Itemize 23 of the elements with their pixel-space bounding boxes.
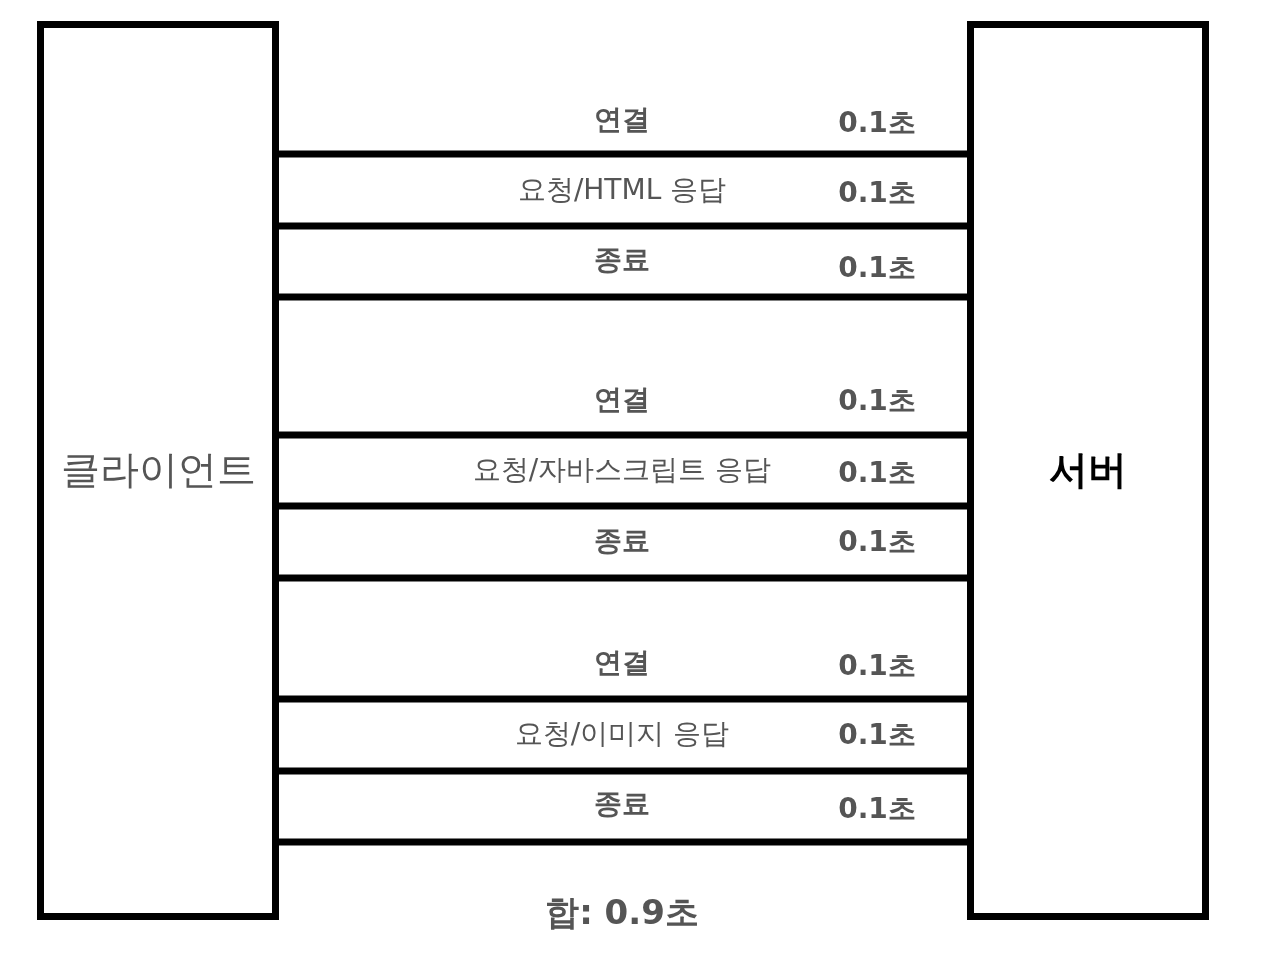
entity-box — [967, 21, 1209, 920]
duration-label: 0.1초 — [838, 649, 916, 683]
duration-label: 0.1초 — [838, 525, 916, 559]
duration-label: 0.1초 — [838, 718, 916, 752]
edge-label: 종료 — [594, 787, 650, 821]
duration-label: 0.1초 — [838, 456, 916, 490]
duration-label: 0.1초 — [838, 384, 916, 418]
edge-label: 요청/자바스크립트 응답 — [472, 453, 772, 487]
duration-label: 0.1초 — [838, 251, 916, 285]
box-label: 서버 — [1049, 448, 1127, 493]
box-label: 클라이언트 — [60, 448, 256, 493]
edge-label: 연결 — [594, 383, 650, 417]
edge-label: 연결 — [594, 103, 650, 137]
edge-label: 종료 — [594, 243, 650, 277]
total-label: 합: 0.9초 — [545, 893, 699, 933]
duration-label: 0.1초 — [838, 792, 916, 826]
edge-label: 종료 — [594, 524, 650, 558]
entity-box — [37, 21, 279, 920]
edge-label: 요청/HTML 응답 — [517, 173, 727, 207]
duration-label: 0.1초 — [838, 106, 916, 140]
edge-label: 요청/이미지 응답 — [514, 717, 730, 751]
edge-label: 연결 — [594, 646, 650, 680]
duration-label: 0.1초 — [838, 176, 916, 210]
